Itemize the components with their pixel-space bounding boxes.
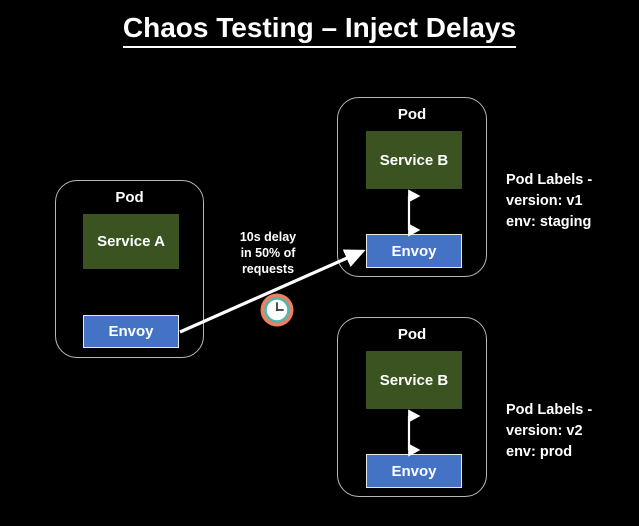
service-b-box-bottom[interactable]: Service B bbox=[366, 351, 462, 409]
page-title: Chaos Testing – Inject Delays bbox=[0, 12, 639, 48]
pod-left-label: Pod bbox=[115, 189, 144, 206]
pod-labels-bottom: Pod Labels - version: v2 env: prod bbox=[506, 402, 593, 460]
pod-top-right-envoy-box[interactable]: Envoy bbox=[366, 234, 462, 268]
page-title-text: Chaos Testing – Inject Delays bbox=[122, 12, 517, 48]
pod-left-envoy-box[interactable]: Envoy bbox=[83, 315, 179, 348]
pod-bottom-right[interactable]: Pod Service B Envoy bbox=[337, 317, 487, 497]
pod-left[interactable]: Pod Service A Envoy bbox=[55, 180, 204, 358]
service-a-box[interactable]: Service A bbox=[83, 214, 179, 269]
pod-labels-top: Pod Labels - version: v1 env: staging bbox=[506, 172, 593, 230]
pod-top-right[interactable]: Pod Service B Envoy bbox=[337, 97, 487, 277]
pod-top-right-label: Pod bbox=[397, 106, 427, 123]
clock-icon bbox=[260, 293, 294, 327]
service-b-box-top[interactable]: Service B bbox=[366, 131, 462, 189]
pod-bottom-right-envoy-box[interactable]: Envoy bbox=[366, 454, 462, 488]
pod-bottom-right-label: Pod bbox=[397, 326, 427, 343]
delay-annotation: 10s delay in 50% of requests bbox=[239, 230, 297, 276]
